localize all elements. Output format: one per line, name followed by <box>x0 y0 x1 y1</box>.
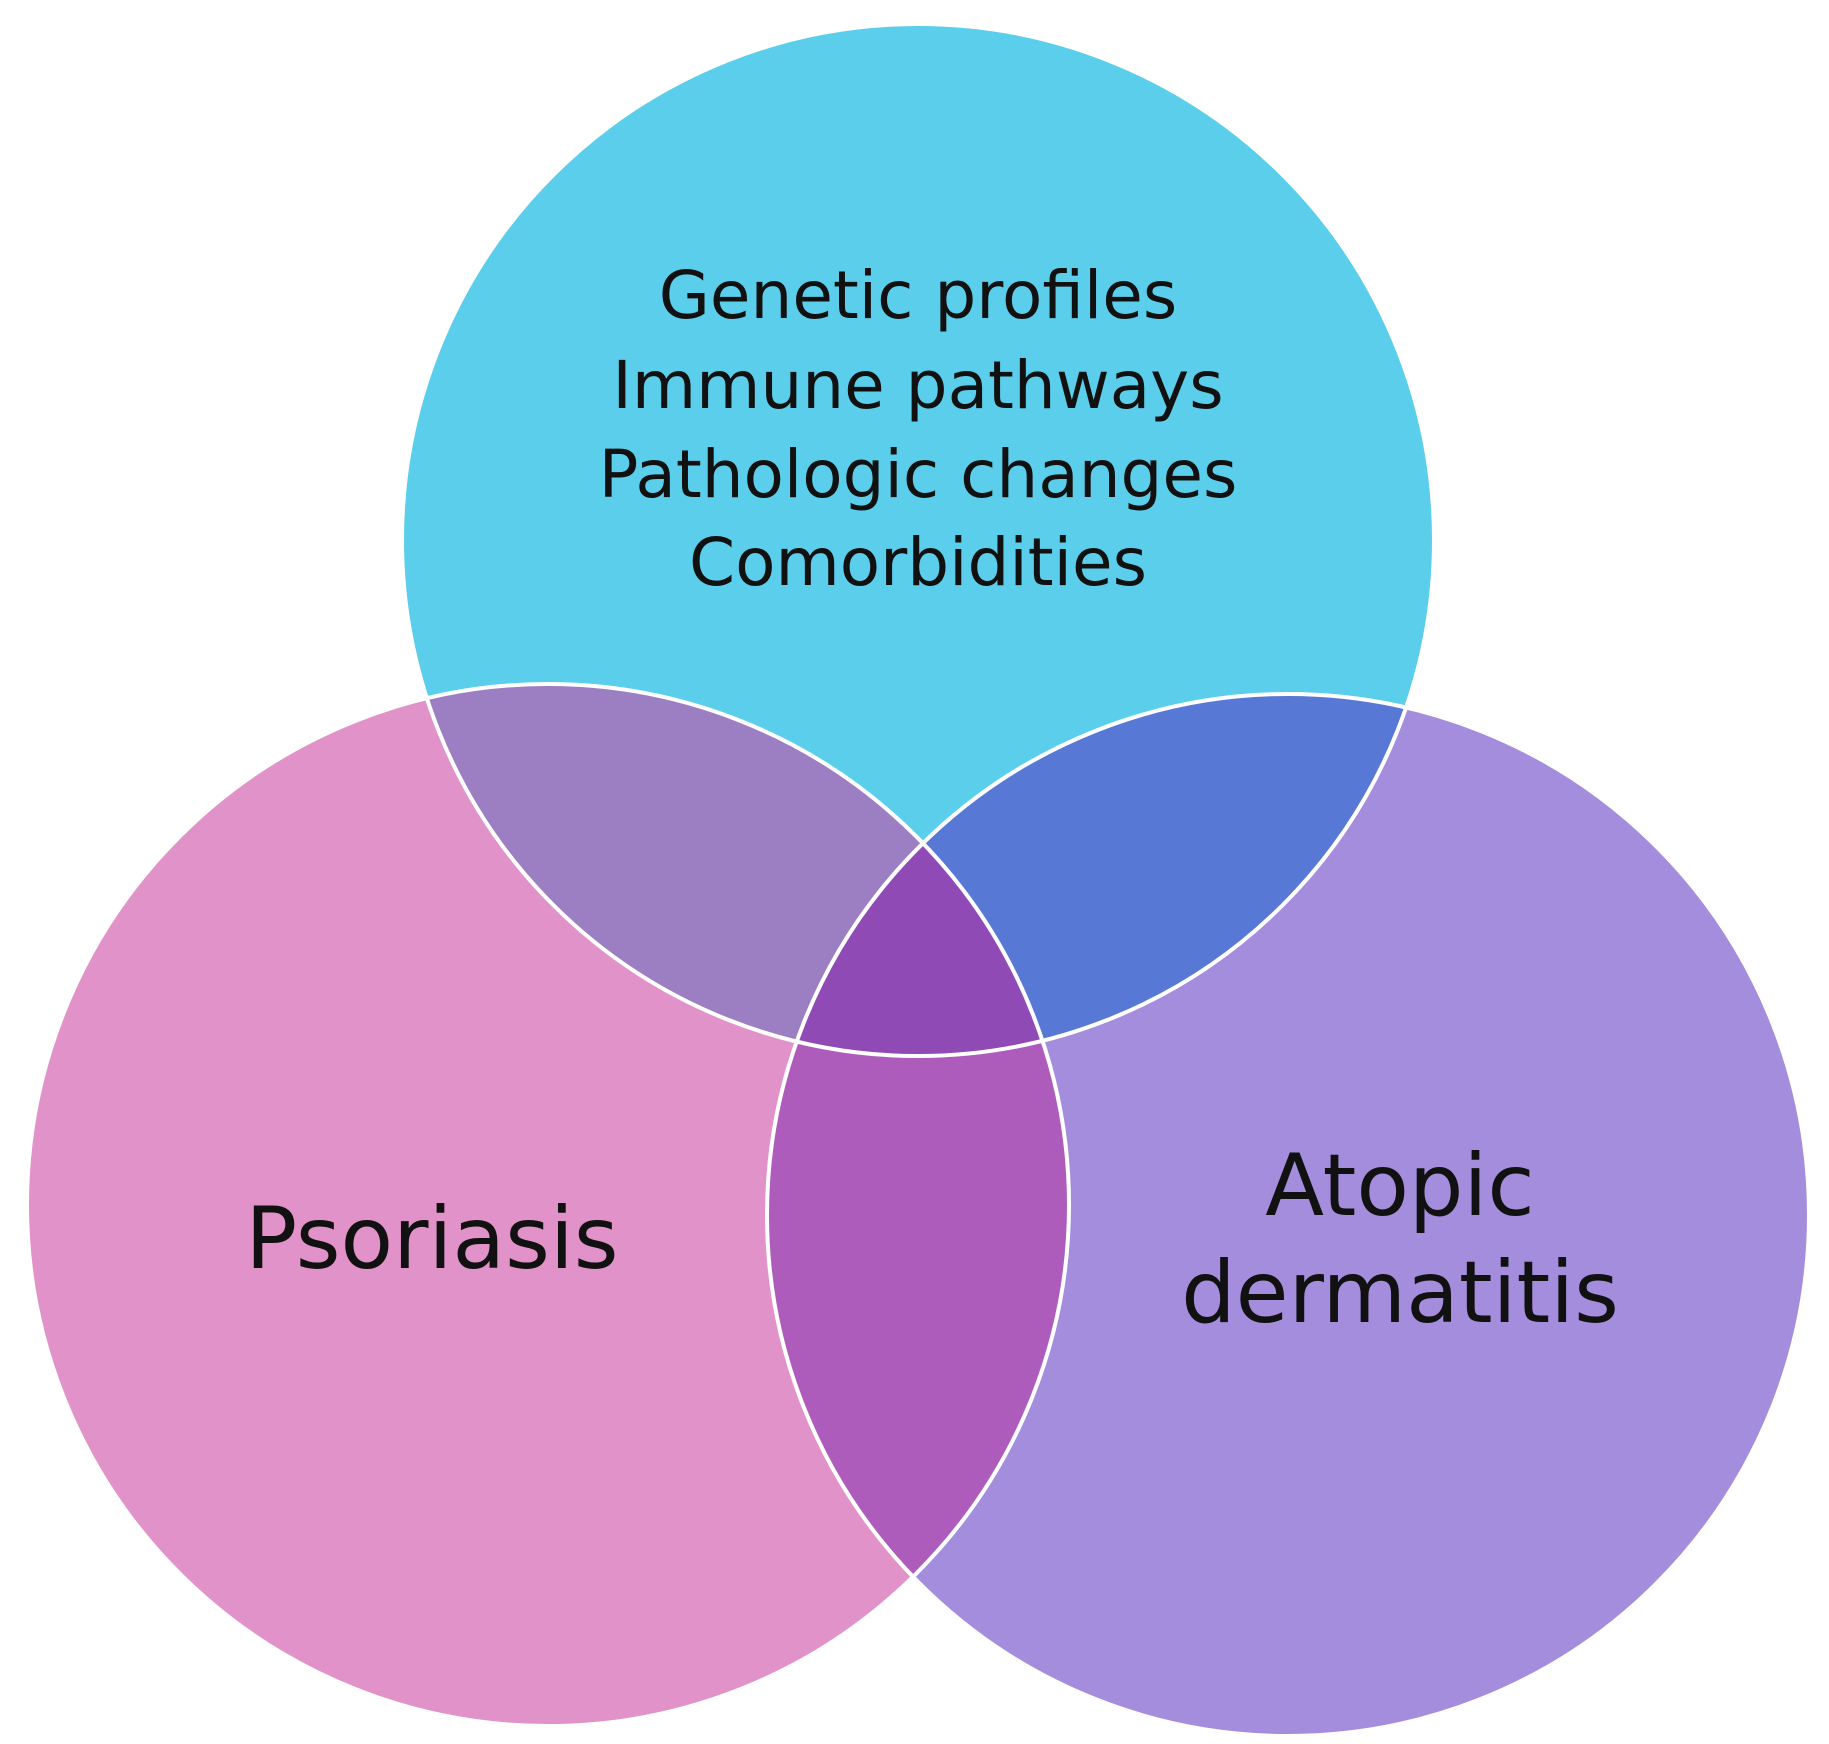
right-circle-outline <box>765 692 1811 1738</box>
top-circle-line-1: Genetic profiles <box>659 257 1178 334</box>
right-circle-line-1: Atopic <box>1265 1136 1534 1236</box>
top-circle-outline <box>400 22 1436 1058</box>
left-circle-label: Psoriasis <box>245 1189 618 1289</box>
right-circle-line-2: dermatitis <box>1181 1243 1619 1343</box>
top-left-overlap <box>402 684 1069 1056</box>
top-circle-line-4: Comorbidities <box>689 524 1147 601</box>
left-circle-outline <box>25 682 1071 1728</box>
top-circle-line-2: Immune pathways <box>612 347 1223 424</box>
top-right-overlap <box>767 694 1434 1056</box>
top-circle-line-3: Pathologic changes <box>599 436 1238 513</box>
